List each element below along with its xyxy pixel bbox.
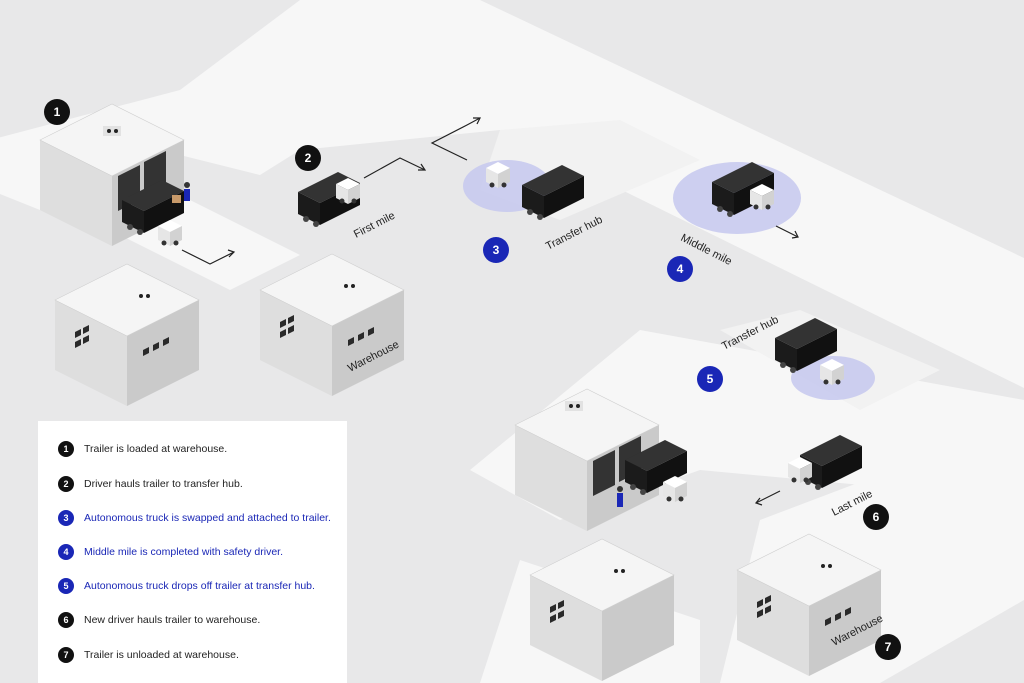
legend-text-2: Driver hauls trailer to transfer hub. [84, 478, 243, 490]
legend-item-6: 6 New driver hauls trailer to warehouse. [58, 612, 260, 628]
legend-text-4: Middle mile is completed with safety dri… [84, 546, 283, 558]
truck-first-mile [298, 172, 360, 227]
route-arrows [181, 117, 799, 506]
legend-item-1: 1 Trailer is loaded at warehouse. [58, 441, 227, 457]
legend-number-1: 1 [58, 441, 74, 457]
warehouse-building-3 [259, 253, 405, 397]
step-badge-7: 7 [875, 634, 901, 660]
legend-text-7: Trailer is unloaded at warehouse. [84, 649, 239, 661]
legend-item-5: 5 Autonomous truck drops off trailer at … [58, 578, 315, 594]
worker-figure-1 [172, 182, 190, 203]
legend-number-7: 7 [58, 647, 74, 663]
legend-text-5: Autonomous truck drops off trailer at tr… [84, 580, 315, 592]
legend-item-3: 3 Autonomous truck is swapped and attach… [58, 510, 331, 526]
legend-text-6: New driver hauls trailer to warehouse. [84, 614, 261, 626]
legend-text-1: Trailer is loaded at warehouse. [84, 443, 228, 455]
legend-number-3: 3 [58, 510, 74, 526]
legend-item-2: 2 Driver hauls trailer to transfer hub. [58, 476, 243, 492]
warehouse-building-6 [736, 533, 882, 677]
warehouse-building-5 [529, 538, 675, 682]
step-badge-2: 2 [295, 145, 321, 171]
label-transfer-hub-1: Transfer hub [544, 214, 605, 253]
legend-panel: 1 Trailer is loaded at warehouse. 2 Driv… [38, 421, 347, 683]
legend-number-6: 6 [58, 612, 74, 628]
step-badge-5: 5 [697, 366, 723, 392]
worker-figure-2 [617, 486, 623, 507]
legend-item-4: 4 Middle mile is completed with safety d… [58, 544, 283, 560]
step-badge-3: 3 [483, 237, 509, 263]
step-badge-1: 1 [44, 99, 70, 125]
legend-item-7: 7 Trailer is unloaded at warehouse. [58, 647, 239, 663]
step-badge-6: 6 [863, 504, 889, 530]
legend-text-3: Autonomous truck is swapped and attached… [84, 512, 331, 524]
step-badge-4: 4 [667, 256, 693, 282]
legend-number-4: 4 [58, 544, 74, 560]
legend-number-2: 2 [58, 476, 74, 492]
warehouse-building-2 [54, 263, 200, 407]
legend-number-5: 5 [58, 578, 74, 594]
label-first-mile: First mile [352, 210, 397, 241]
